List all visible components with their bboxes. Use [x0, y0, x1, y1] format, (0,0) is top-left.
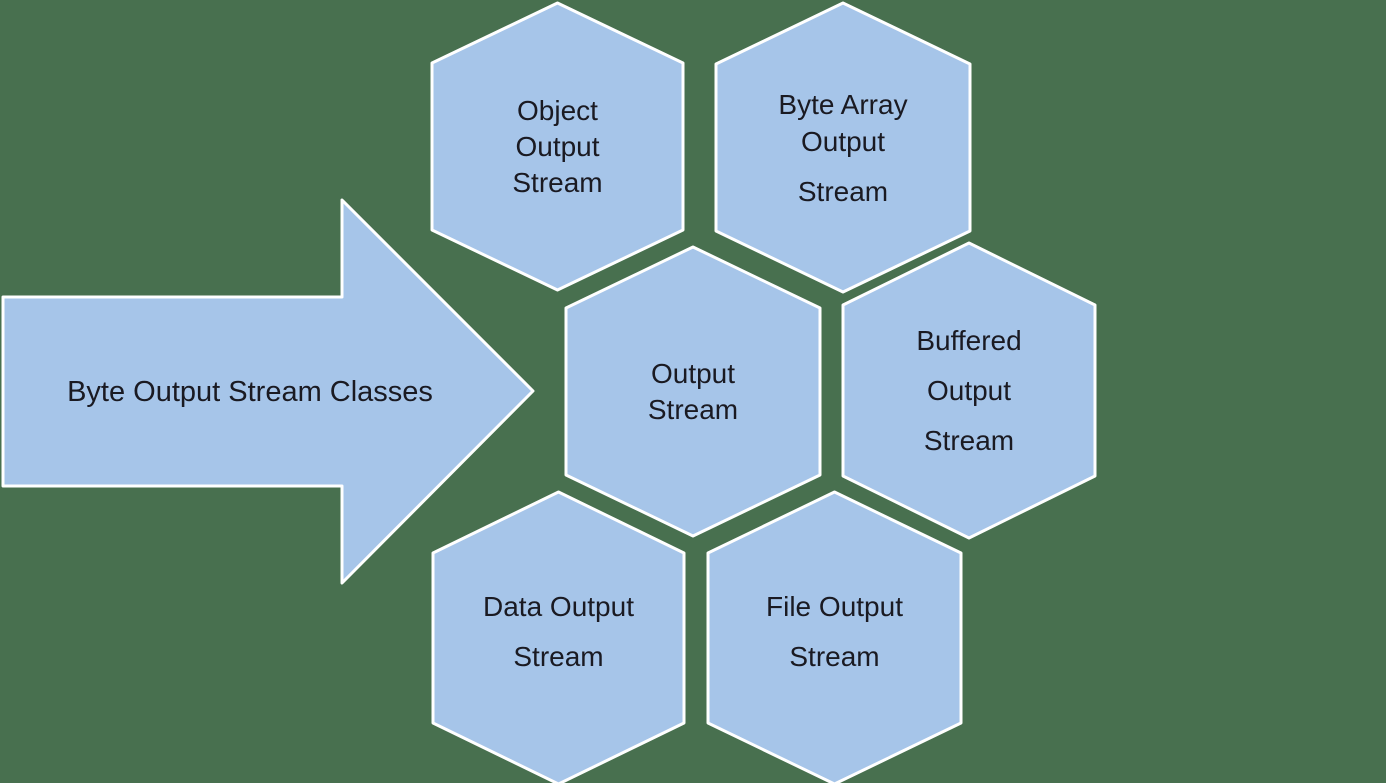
hexagon-file-output-stream [706, 490, 963, 783]
hexagon-object-output-stream [430, 1, 685, 292]
hexagon-output-stream [564, 245, 822, 538]
hexagon-byte-array-output-stream [714, 1, 972, 294]
arrow-shape [1, 198, 535, 585]
hexagon-buffered-output-stream [841, 241, 1097, 540]
hexagon-data-output-stream [431, 490, 686, 783]
